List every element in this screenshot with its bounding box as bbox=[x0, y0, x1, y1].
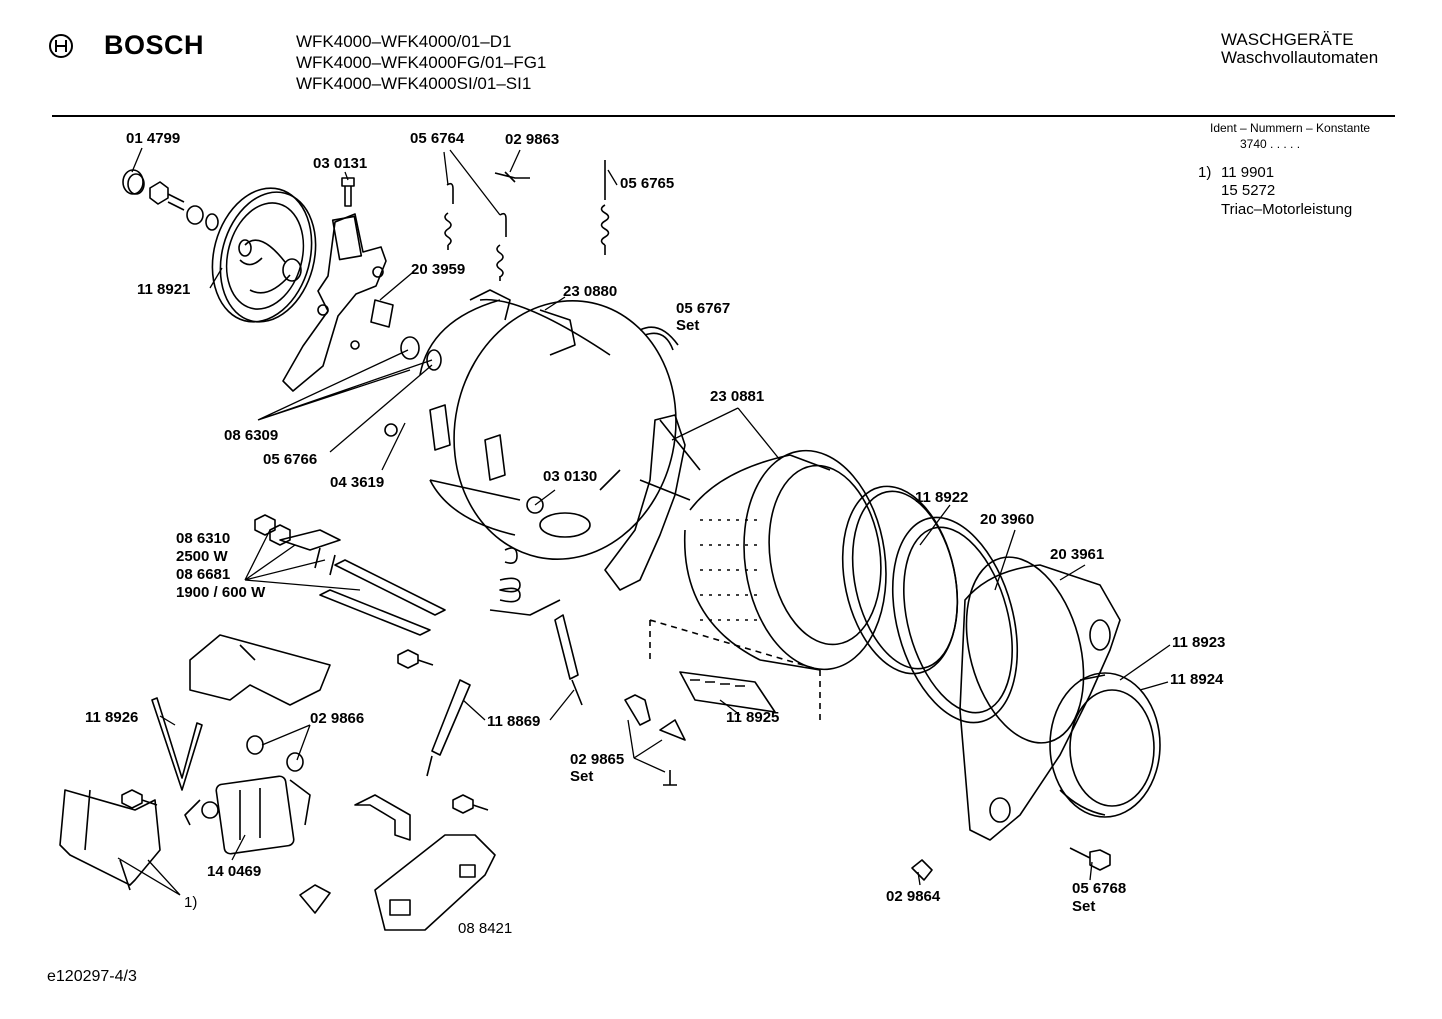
footnote-line-1: 11 9901 bbox=[1221, 164, 1275, 181]
part-label-11-8924: 11 8924 bbox=[1170, 671, 1224, 688]
motor bbox=[184, 775, 311, 855]
part-label-11-8925: 11 8925 bbox=[726, 709, 780, 726]
part-label-02-9866: 02 9866 bbox=[310, 710, 365, 727]
drawing-id: e120297-4/3 bbox=[47, 968, 137, 985]
part-label-20-3959: 20 3959 bbox=[411, 261, 466, 278]
part-label-20-3960: 20 3960 bbox=[980, 511, 1035, 528]
part-label-footnote-ref: 1) bbox=[184, 894, 198, 911]
part-label-02-9865: 02 9865 bbox=[570, 751, 625, 768]
part-label-02-9864: 02 9864 bbox=[886, 888, 941, 905]
footnote-marker: 1) bbox=[1198, 164, 1212, 181]
footnote-line-3: Triac–Motorleistung bbox=[1221, 201, 1353, 218]
part-label-04-3619: 04 3619 bbox=[330, 474, 385, 491]
part-label-03-0130: 03 0130 bbox=[543, 468, 598, 485]
part-label-05-6765: 05 6765 bbox=[620, 175, 675, 192]
ident-value: 3740 . . . . . bbox=[1240, 137, 1301, 151]
ring-20-3960 bbox=[891, 516, 1019, 724]
brand-logo-icon bbox=[48, 33, 74, 59]
header-divider bbox=[52, 115, 1395, 117]
part-label-03-0131: 03 0131 bbox=[313, 155, 368, 172]
part-label-11-8869: 11 8869 bbox=[487, 713, 541, 730]
part-label-11-8926: 11 8926 bbox=[85, 709, 139, 726]
part-label-11-8923: 11 8923 bbox=[1172, 634, 1226, 651]
part-label-1900-600w: 1900 / 600 W bbox=[176, 584, 266, 601]
part-label-11-8921: 11 8921 bbox=[137, 281, 191, 298]
tub-rear-half bbox=[419, 289, 677, 560]
part-label-11-8922: 11 8922 bbox=[915, 489, 969, 506]
part-label-05-6768-set: Set bbox=[1072, 898, 1096, 915]
drum bbox=[683, 449, 887, 671]
part-label-23-0880: 23 0880 bbox=[563, 283, 618, 300]
door-lock bbox=[374, 834, 496, 931]
ident-title: Ident – Nummern – Konstante bbox=[1210, 121, 1371, 135]
part-label-20-3961: 20 3961 bbox=[1050, 546, 1105, 563]
part-label-08-6310: 08 6310 bbox=[176, 530, 231, 547]
part-label-08-8421: 08 8421 bbox=[458, 920, 513, 937]
tub-front-half bbox=[959, 556, 1121, 841]
brand-name: BOSCH bbox=[104, 30, 205, 60]
spring-05-6764-b bbox=[496, 212, 507, 281]
model-line-1: WFK4000–WFK4000/01–D1 bbox=[296, 32, 512, 51]
spring-05-6764-a bbox=[444, 182, 454, 250]
part-label-14-0469: 14 0469 bbox=[207, 863, 262, 880]
door-seal-11-8924 bbox=[1049, 672, 1161, 818]
part-label-2500w: 2500 W bbox=[176, 548, 228, 565]
model-line-2: WFK4000–WFK4000FG/01–FG1 bbox=[296, 53, 547, 72]
part-label-23-0881: 23 0881 bbox=[710, 388, 765, 405]
part-label-02-9863: 02 9863 bbox=[505, 131, 560, 148]
part-label-05-6767-set: Set bbox=[676, 317, 700, 334]
part-label-08-6681: 08 6681 bbox=[176, 566, 231, 583]
part-label-05-6767: 05 6767 bbox=[676, 300, 731, 317]
category-subtitle: Waschvollautomaten bbox=[1221, 48, 1379, 67]
part-label-01-4799: 01 4799 bbox=[126, 130, 181, 147]
category-title: WASCHGERÄTE bbox=[1221, 30, 1354, 49]
part-label-05-6768: 05 6768 bbox=[1072, 880, 1127, 897]
spring-05-6765 bbox=[600, 160, 610, 255]
pulley-wheel bbox=[211, 187, 317, 323]
model-line-3: WFK4000–WFK4000SI/01–SI1 bbox=[296, 74, 532, 93]
control-module bbox=[59, 789, 161, 891]
footnote-line-2: 15 5272 bbox=[1221, 182, 1276, 199]
part-label-02-9865-set: Set bbox=[570, 768, 594, 785]
part-label-05-6766: 05 6766 bbox=[263, 451, 318, 468]
part-label-05-6764: 05 6764 bbox=[410, 130, 465, 147]
bushing-01-4799 bbox=[122, 169, 144, 195]
bearing-cross bbox=[282, 213, 394, 392]
part-label-08-6309: 08 6309 bbox=[224, 427, 279, 444]
